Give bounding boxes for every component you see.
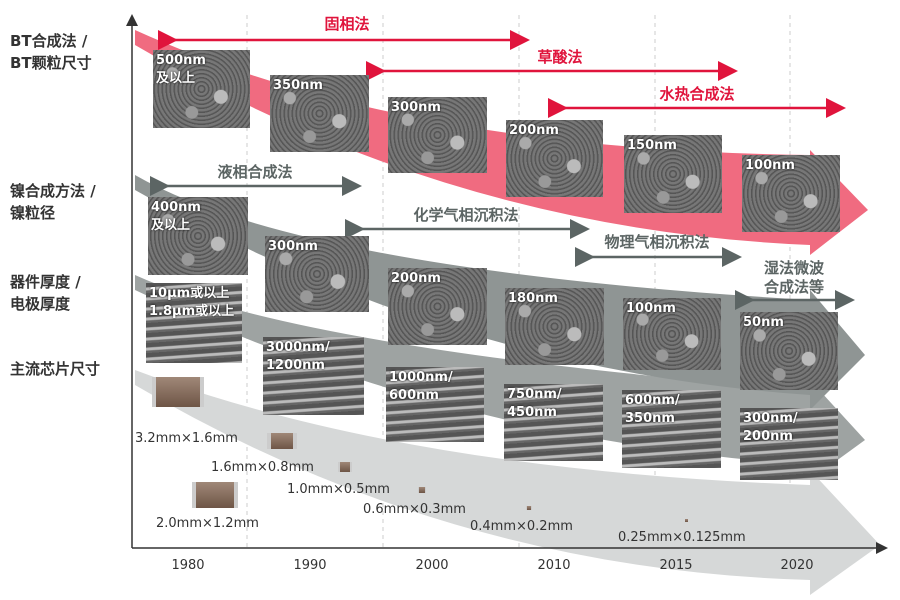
size-label: 100nm [626,301,676,316]
method-label: 物理气相沉积法 [604,233,710,251]
year-label: 1980 [171,558,205,573]
method-label: 化学气相沉积法 [413,206,519,224]
chip-size-label: 0.6mm×0.3mm [363,502,466,517]
method-label: 液相合成法 [217,163,293,181]
sem-image-nickel: 400nm 及以上 [148,197,248,275]
size-label: 750nm/ 450nm [507,387,562,420]
chip-icon [418,487,426,493]
year-label: 1990 [293,558,327,573]
sem-image-bt: 200nm [506,120,603,197]
size-label: 100nm [745,158,795,173]
size-label: 10μm或以上 1.8μm或以上 [149,286,235,319]
chip-icon [526,506,532,510]
sem-image-thickness: 10μm或以上 1.8μm或以上 [146,283,242,363]
chip-icon [338,462,352,472]
chip-size-label: 1.0mm×0.5mm [287,482,390,497]
size-label: 3000nm/ 1200nm [266,340,330,373]
sem-image-nickel: 300nm [265,236,369,312]
chip-size-label: 1.6mm×0.8mm [211,460,314,475]
chip-size-label: 2.0mm×1.2mm [156,516,259,531]
size-label: 180nm [508,291,558,306]
sem-image-bt: 150nm [624,135,722,213]
sem-image-thickness: 1000nm/ 600nm [386,367,484,442]
chip-size-label: 0.25mm×0.125mm [618,530,746,545]
sem-image-thickness: 300nm/ 200nm [740,408,838,480]
method-label: 水热合成法 [659,85,735,103]
row-label-thickness: 器件厚度 / 电极厚度 [10,273,81,313]
sem-image-bt: 500nm 及以上 [153,50,250,128]
method-label: 湿法微波 合成法等 [763,259,825,296]
year-label: 2015 [659,558,693,573]
sem-image-nickel: 180nm [505,288,604,365]
sem-image-bt: 100nm [742,155,840,232]
sem-image-nickel: 200nm [388,268,487,345]
chip-size-label: 0.4mm×0.2mm [470,519,573,534]
year-label: 2020 [780,558,814,573]
sem-image-thickness: 750nm/ 450nm [504,384,603,461]
sem-image-bt: 300nm [388,97,487,173]
sem-image-bt: 350nm [270,75,369,152]
size-label: 50nm [743,315,784,330]
sem-image-nickel: 100nm [623,298,721,370]
size-label: 200nm [391,271,441,286]
method-label: 草酸法 [537,48,583,66]
size-label: 500nm 及以上 [156,53,206,86]
size-label: 350nm [273,78,323,93]
size-label: 150nm [627,138,677,153]
size-label: 600nm/ 350nm [625,393,680,426]
size-label: 200nm [509,123,559,138]
size-label: 1000nm/ 600nm [389,370,453,403]
year-label: 2010 [537,558,571,573]
chip-size-band [135,370,880,595]
chip-icon [685,519,688,522]
chip-icon [152,377,204,407]
row-label-chip: 主流芯片尺寸 [10,360,101,378]
chip-icon [192,482,238,508]
year-label: 2000 [415,558,449,573]
method-label: 固相法 [324,15,370,33]
sem-image-nickel: 50nm [740,312,838,390]
sem-image-thickness: 600nm/ 350nm [622,390,721,468]
sem-image-thickness: 3000nm/ 1200nm [263,337,364,415]
size-label: 300nm [268,239,318,254]
size-label: 300nm/ 200nm [743,411,798,444]
size-label: 400nm 及以上 [151,200,201,233]
row-label-nickel: 镍合成方法 / 镍粒径 [10,182,96,222]
chip-size-label: 3.2mm×1.6mm [135,431,238,446]
chip-icon [267,433,297,449]
row-label-bt: BT合成法 / BT颗粒尺寸 [10,32,92,72]
size-label: 300nm [391,100,441,115]
